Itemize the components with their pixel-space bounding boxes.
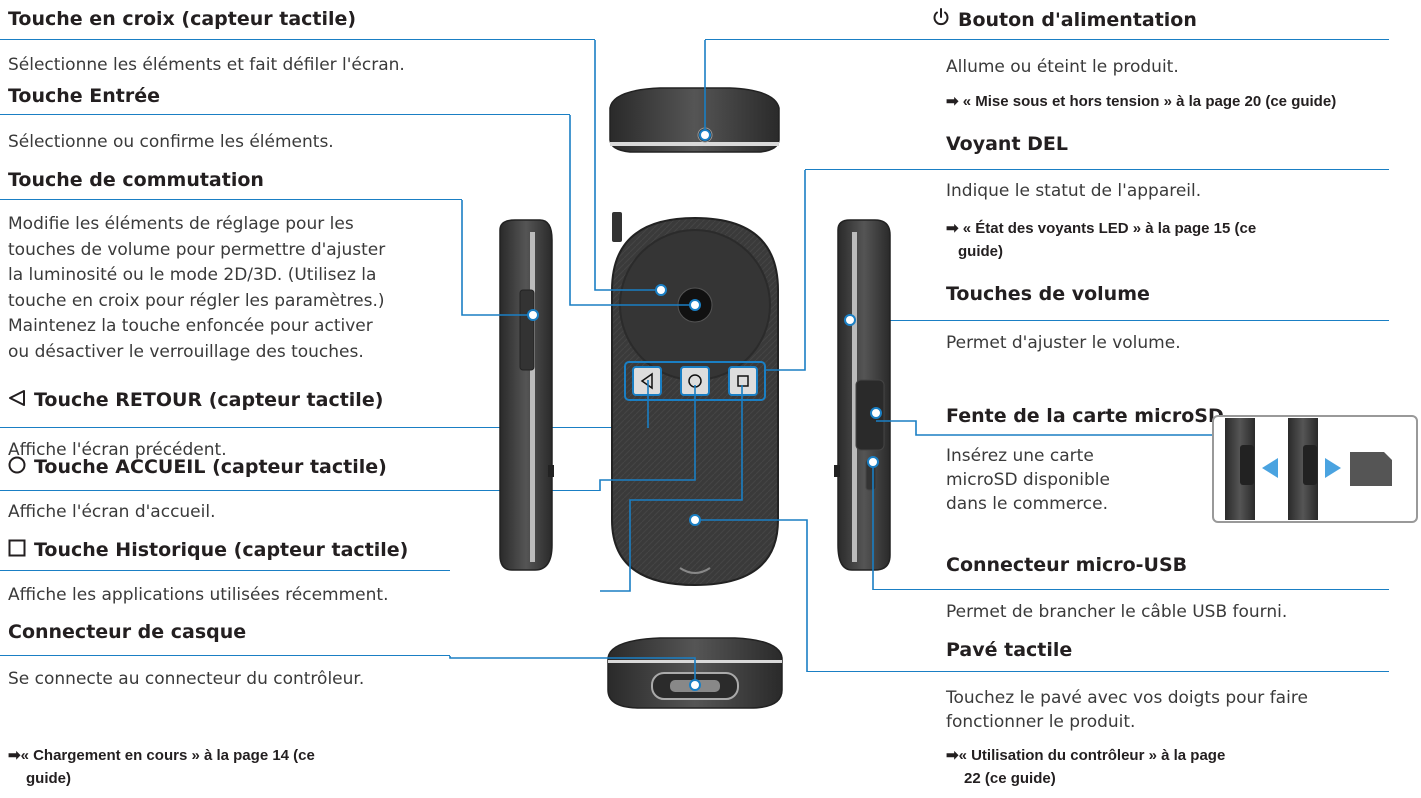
microsd-title: Fente de la carte microSD xyxy=(946,405,1224,427)
device-left-side-view xyxy=(499,219,554,571)
power-title: Bouton d'alimentation xyxy=(958,9,1197,31)
divider xyxy=(0,490,600,491)
callout-dots xyxy=(527,129,882,691)
home-key-desc: Affiche l'écran d'accueil. xyxy=(8,502,216,522)
back-triangle-icon xyxy=(8,389,26,413)
headset-title: Connecteur de casque xyxy=(8,621,247,643)
enter-key-desc: Sélectionne ou confirme les éléments. xyxy=(8,132,334,152)
led-title: Voyant DEL xyxy=(946,133,1069,155)
divider xyxy=(0,427,648,428)
power-desc: Allume ou éteint le produit. xyxy=(946,57,1179,77)
usb-title: Connecteur micro-USB xyxy=(946,554,1188,576)
touchpad-title: Pavé tactile xyxy=(946,639,1073,661)
touchpad-reference: ➡« Utilisation du contrôleur » à la page… xyxy=(946,747,1226,787)
divider xyxy=(0,114,570,115)
history-key-title: Touche Historique (capteur tactile) xyxy=(34,539,409,561)
divider xyxy=(0,570,450,571)
power-reference: ➡ « Mise sous et hors tension » à la pag… xyxy=(946,93,1337,110)
divider xyxy=(805,169,1389,170)
cross-key-desc: Sélectionne les éléments et fait défiler… xyxy=(8,55,405,75)
touchpad-desc: Touchez le pavé avec vos doigts pour fai… xyxy=(946,688,1308,732)
history-square-icon xyxy=(8,539,26,563)
usb-desc: Permet de brancher le câble USB fourni. xyxy=(946,602,1288,622)
home-key-title: Touche ACCUEIL (capteur tactile) xyxy=(34,456,387,478)
microsd-desc: Insérez une carte microSD disponible dan… xyxy=(946,446,1110,514)
cross-key-title: Touche en croix (capteur tactile) xyxy=(8,8,357,30)
history-key-desc: Affiche les applications utilisées récem… xyxy=(8,585,389,605)
divider xyxy=(873,589,1389,590)
switch-key-title: Touche de commutation xyxy=(8,169,264,191)
divider xyxy=(0,199,462,200)
back-key-desc: Affiche l'écran précédent. xyxy=(8,440,227,460)
microsd-inset xyxy=(1212,415,1418,523)
led-reference: ➡ « État des voyants LED » à la page 15 … xyxy=(946,220,1257,260)
led-desc: Indique le statut de l'appareil. xyxy=(946,181,1202,201)
divider xyxy=(0,39,595,40)
divider xyxy=(0,655,450,656)
switch-key-desc: Modifie les éléments de réglage pour les… xyxy=(8,214,386,362)
divider xyxy=(807,671,1389,672)
device-right-side-view xyxy=(834,219,891,571)
volume-title: Touches de volume xyxy=(946,283,1150,305)
power-icon xyxy=(932,7,950,33)
divider xyxy=(705,39,1389,40)
back-key-title: Touche RETOUR (capteur tactile) xyxy=(34,389,384,411)
volume-desc: Permet d'ajuster le volume. xyxy=(946,333,1181,353)
headset-desc: Se connecte au connecteur du contrôleur. xyxy=(8,669,365,689)
device-bottom-view xyxy=(607,637,783,709)
enter-key-title: Touche Entrée xyxy=(8,85,161,107)
headset-reference: ➡« Chargement en cours » à la page 14 (c… xyxy=(8,747,315,787)
home-circle-icon xyxy=(8,456,26,480)
device-front-view xyxy=(611,212,779,587)
divider xyxy=(850,320,1389,321)
device-top-view xyxy=(609,87,780,153)
